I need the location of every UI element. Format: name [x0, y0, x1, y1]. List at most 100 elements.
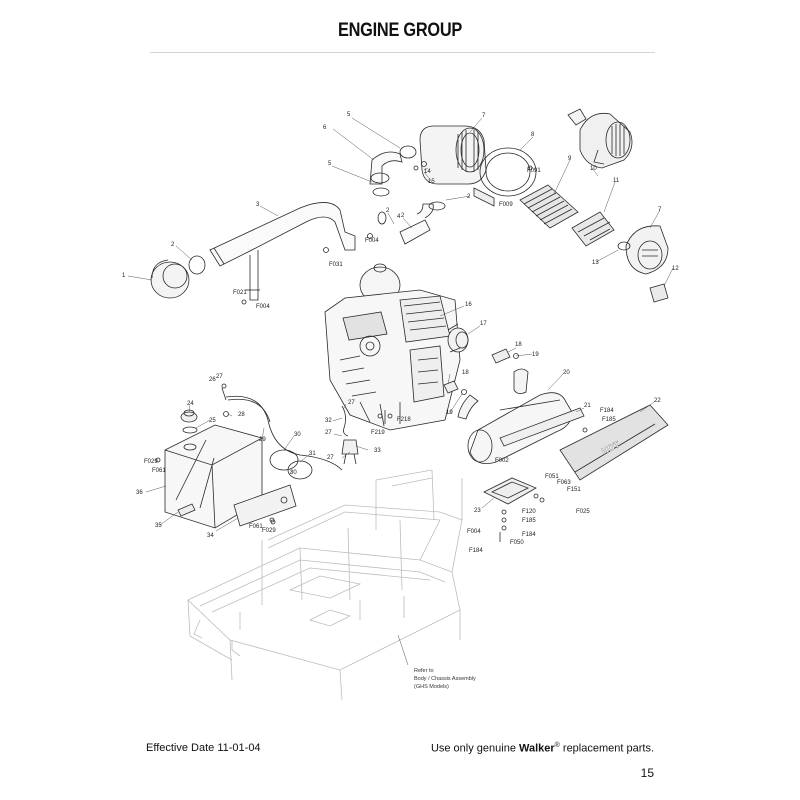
callout-f031: F031	[329, 262, 343, 268]
callout-18: 18	[462, 370, 469, 376]
chassis-note-line-1: Refer to	[414, 668, 434, 674]
body-chassis-frame	[187, 469, 463, 701]
part-fasteners	[155, 161, 588, 525]
part-mounting-plate	[483, 477, 545, 542]
callout-f219: F219	[371, 430, 385, 436]
callout-21: 21	[584, 403, 591, 409]
callout-23: 23	[474, 508, 481, 514]
part-inner-filter	[571, 211, 615, 247]
callout-27: 27	[348, 400, 355, 406]
footer-registered-mark: ®	[554, 742, 560, 749]
callout-8: 8	[531, 132, 535, 138]
callout-30: 30	[294, 432, 301, 438]
callout-f151: F151	[567, 487, 581, 493]
callout-27: 27	[327, 455, 334, 461]
callout-f184: F184	[469, 548, 483, 554]
callout-30: 30	[290, 470, 297, 476]
callout-f004: F004	[365, 238, 379, 244]
callout-labels: 1222234556778910111213141516171818191920…	[122, 112, 679, 554]
callout-f029: F029	[144, 459, 158, 465]
part-fuel-fitting	[177, 503, 196, 517]
callout-29: 29	[259, 437, 266, 443]
callout-36: 36	[136, 490, 143, 496]
callout-20: 20	[563, 370, 570, 376]
part-mounting-band	[473, 147, 537, 207]
callout-f063: F063	[557, 480, 571, 486]
part-air-cleaner-assembly	[567, 108, 633, 169]
callout-19: 19	[446, 410, 453, 416]
part-elbow-hose	[369, 145, 446, 245]
callout-f184: F184	[600, 408, 614, 414]
footer-prefix: Use only genuine	[430, 742, 519, 755]
chassis-note-line-3: (GHS Models)	[414, 684, 449, 690]
callout-32: 32	[325, 418, 332, 424]
callout-leaders	[127, 117, 674, 532]
callout-f021: F021	[233, 290, 247, 296]
effective-date: Effective Date 11-01-04	[146, 742, 261, 754]
part-air-intake-cap	[150, 259, 190, 299]
callout-f185: F185	[522, 518, 536, 524]
callout-f091: F091	[527, 168, 541, 174]
page-number: 15	[640, 766, 654, 780]
callout-25: 25	[209, 418, 216, 424]
footer-tagline: Use only genuine Walker® replacement par…	[431, 742, 654, 755]
part-air-filter-housing	[419, 125, 487, 185]
part-heat-shield: HOT	[559, 404, 669, 481]
callout-f051: F051	[545, 474, 559, 480]
callout-10: 10	[590, 166, 597, 172]
part-oil-filter	[447, 323, 469, 353]
callout-f185: F185	[602, 417, 616, 423]
callout-2: 2	[171, 242, 175, 248]
callout-35: 35	[155, 523, 162, 529]
callout-f025: F025	[576, 509, 590, 515]
callout-33: 33	[374, 448, 381, 454]
callout-f061: F061	[152, 468, 166, 474]
callout-f218: F218	[397, 417, 411, 423]
callout-6: 6	[323, 125, 327, 131]
callout-19: 19	[532, 352, 539, 358]
footer-suffix: replacement parts.	[559, 742, 654, 755]
callout-4: 4	[397, 214, 401, 220]
callout-5: 5	[347, 112, 351, 118]
callout-7: 7	[482, 113, 486, 119]
part-filter-end-cap	[617, 225, 669, 303]
part-muffler	[457, 368, 573, 465]
part-fuel-cap	[180, 409, 198, 434]
callout-11: 11	[613, 178, 620, 184]
callout-2: 2	[467, 194, 471, 200]
callout-f002: F002	[495, 458, 509, 464]
callout-28: 28	[238, 412, 245, 418]
callout-9: 9	[568, 156, 572, 162]
title-divider	[150, 52, 655, 53]
callout-12: 12	[672, 266, 679, 272]
callout-5: 5	[328, 161, 332, 167]
callout-f009: F009	[499, 202, 513, 208]
part-muffler-bracket	[499, 407, 585, 447]
callout-16: 16	[465, 302, 472, 308]
callout-f029: F029	[262, 528, 276, 534]
callout-f120: F120	[522, 509, 536, 515]
callout-15: 15	[428, 179, 435, 185]
callout-34: 34	[207, 533, 214, 539]
callout-13: 13	[592, 260, 599, 266]
page-title: ENGINE GROUP	[337, 20, 463, 41]
callout-26: 26	[209, 377, 216, 383]
callout-2: 2	[401, 213, 405, 219]
part-hose-clamp	[188, 255, 206, 275]
callout-1: 1	[122, 273, 126, 279]
callout-18: 18	[515, 342, 522, 348]
part-engine	[324, 263, 461, 431]
part-intake-tube	[209, 202, 356, 301]
callout-f184: F184	[522, 532, 536, 538]
footer-brand: Walker	[519, 742, 555, 755]
callout-f061: F061	[249, 524, 263, 530]
chassis-note-leader	[397, 634, 409, 666]
callout-22: 22	[654, 398, 661, 404]
callout-27: 27	[325, 430, 332, 436]
callout-3: 3	[256, 202, 260, 208]
callout-f004: F004	[467, 529, 481, 535]
part-fuel-filter	[341, 405, 359, 465]
callout-2: 2	[386, 208, 390, 214]
callout-17: 17	[480, 321, 487, 327]
